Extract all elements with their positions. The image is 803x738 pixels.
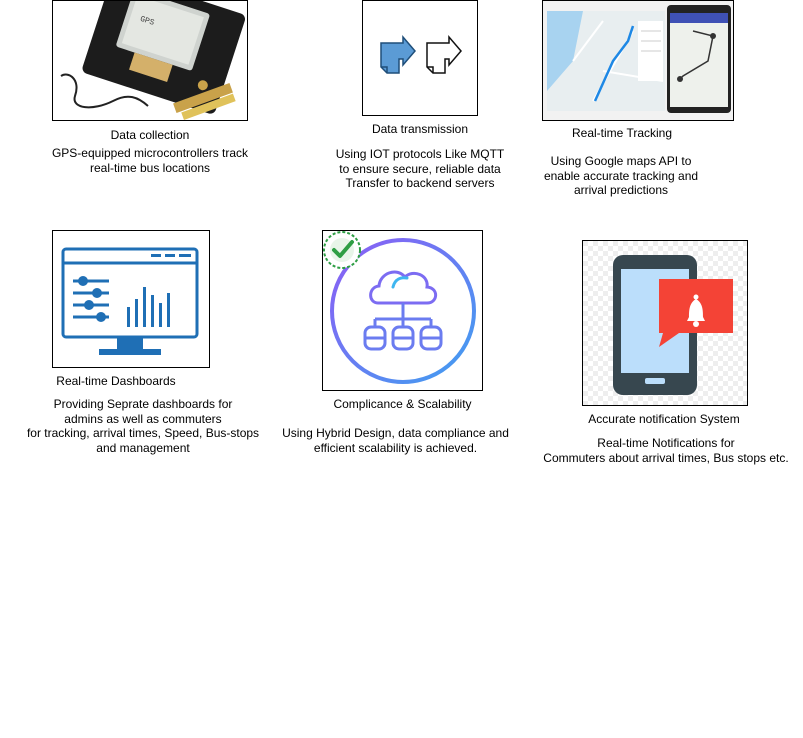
card-title: Complicance & Scalability: [333, 397, 472, 411]
data-transfer-icon: [380, 34, 462, 74]
maps-screenshot: [543, 1, 733, 120]
phone-notification-icon: [583, 241, 747, 405]
card-description: GPS-equipped microcontrollers track real…: [51, 146, 249, 175]
card-description: Using IOT protocols Like MQTT to ensure …: [335, 147, 505, 190]
dashboard-monitor-icon: [61, 247, 199, 355]
card-title: Real-time Dashboards: [56, 374, 176, 388]
card-title: Real-time Tracking: [571, 126, 673, 140]
card-title: Accurate notification System: [588, 412, 740, 426]
card-description: Providing Seprate dashboards for admins …: [26, 397, 260, 455]
card-title: Data collection: [110, 128, 190, 142]
card-description: Real-time Notifications for Commuters ab…: [543, 436, 789, 465]
phone-notification-image: [582, 240, 748, 406]
maps-image: [542, 0, 734, 121]
card-title: Data transmission: [371, 122, 469, 136]
gps-module-photo: GPS: [53, 1, 247, 120]
check-badge-icon: [322, 230, 362, 270]
data-transfer-image: [362, 0, 478, 116]
cloud-network-icon: [330, 238, 476, 384]
dashboard-image: [52, 230, 210, 368]
card-description: Using Google maps API to enable accurate…: [543, 154, 699, 197]
card-description: Using Hybrid Design, data compliance and…: [282, 426, 509, 455]
svg-text:GPS: GPS: [139, 15, 156, 28]
gps-module-image: GPS: [52, 0, 248, 121]
